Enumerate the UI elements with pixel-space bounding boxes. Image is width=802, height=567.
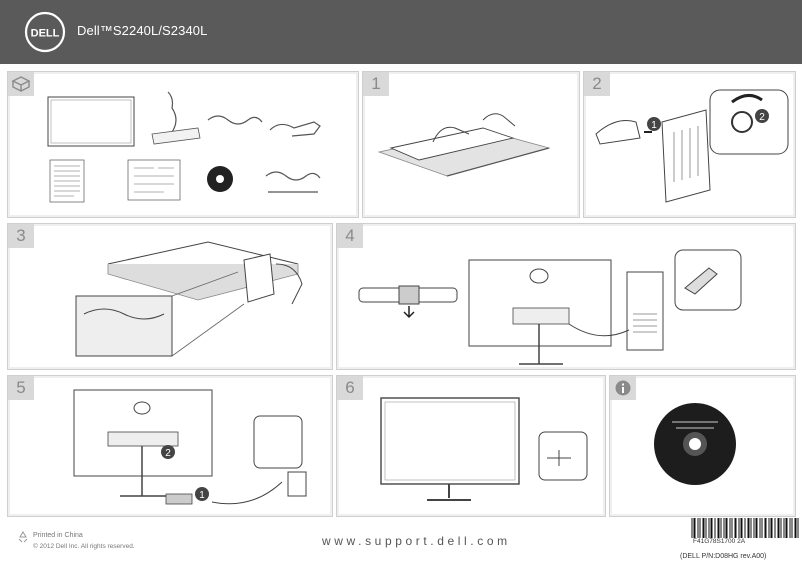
dell-logo-text: DELL: [31, 28, 60, 40]
step2-illustration: 1 2: [595, 89, 789, 203]
panel-step-5: 5 2 1: [7, 375, 333, 517]
box-icon: [8, 72, 34, 96]
callout-2: 2: [165, 448, 171, 459]
callout-1: 1: [199, 490, 205, 501]
vga-cable-icon: [265, 171, 321, 181]
step3-illustration: [75, 241, 303, 357]
step-number: 4: [337, 224, 363, 248]
dell-logo: DELL: [24, 11, 66, 53]
recycle-icon: [18, 531, 28, 543]
header-bar: DELL Dell™S2240L/S2340L: [0, 0, 802, 64]
panel-step-1: 1: [362, 71, 580, 218]
info-icon: [610, 376, 636, 400]
callout-2: 2: [759, 112, 765, 123]
document-icon: [49, 159, 85, 203]
support-website: www.support.dell.com: [322, 534, 511, 548]
step6-illustration: [380, 397, 588, 501]
panel-step-2: 2 1 2: [583, 71, 796, 218]
stand-riser-icon: [167, 91, 177, 133]
step-number: 1: [363, 72, 389, 96]
step5-illustration: 2 1: [73, 389, 307, 505]
box-contents-illustration: [47, 91, 321, 203]
callout-1: 1: [651, 120, 657, 131]
step-number: 5: [8, 376, 34, 400]
part-code: F41G78S1700 2A: [693, 538, 746, 545]
quick-setup-guide-icon: [127, 159, 181, 201]
step-number: 6: [337, 376, 363, 400]
panel-step-6: 6: [336, 375, 606, 517]
resource-cd: [654, 403, 736, 485]
step4-illustration: [358, 249, 742, 365]
panel-step-4: 4: [336, 223, 796, 370]
step-number: 3: [8, 224, 34, 248]
copyright-label: © 2012 Dell Inc. All rights reserved.: [33, 543, 135, 550]
panel-info: [609, 375, 796, 517]
step-number: 2: [584, 72, 610, 96]
part-number: (DELL P/N:D08HG rev.A00): [680, 553, 767, 560]
panel-step-3: 3: [7, 223, 333, 370]
stand-base-icon: [151, 127, 201, 145]
power-cable-icon: [207, 115, 263, 125]
barcode: [691, 518, 799, 538]
step1-illustration: [377, 113, 551, 177]
panel-box-contents: [7, 71, 359, 218]
page-title: Dell™S2240L/S2340L: [77, 23, 208, 38]
adapter-icon: [269, 121, 321, 137]
printed-in-label: Printed in China: [33, 532, 83, 539]
